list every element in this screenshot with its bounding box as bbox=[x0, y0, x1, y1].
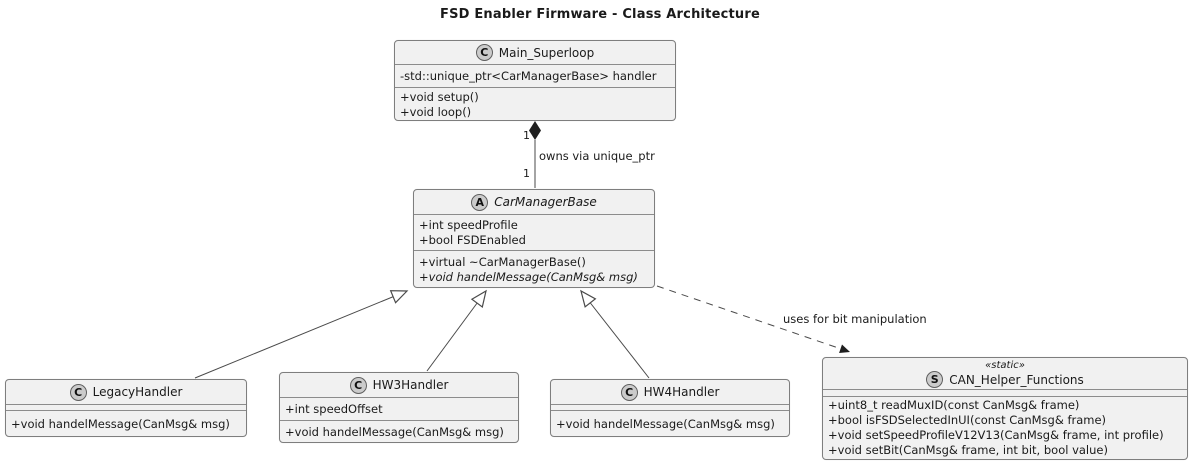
inheritance-edge-hw4 bbox=[580, 289, 650, 379]
methods-compartment: +void handelMessage(CanMsg& msg) bbox=[6, 411, 246, 436]
fields-compartment-empty bbox=[551, 405, 789, 411]
class-header: C HW4Handler bbox=[551, 380, 789, 405]
class-name: HW3Handler bbox=[372, 378, 449, 392]
class-car-manager-base: A CarManagerBase +int speedProfile +bool… bbox=[413, 189, 655, 288]
class-can-helper-functions: «static» S CAN_Helper_Functions +uint8_t… bbox=[822, 357, 1188, 460]
fields-compartment: +int speedProfile +bool FSDEnabled bbox=[414, 215, 654, 251]
multiplicity-source: 1 bbox=[523, 129, 530, 142]
method: +void handelMessage(CanMsg& msg) bbox=[556, 416, 775, 431]
method: +virtual ~CarManagerBase() bbox=[419, 254, 586, 269]
class-header: A CarManagerBase bbox=[414, 190, 654, 215]
class-icon: C bbox=[349, 376, 367, 394]
fields-compartment: +int speedOffset bbox=[280, 398, 518, 421]
dependency-label: uses for bit manipulation bbox=[783, 312, 927, 326]
class-name: CAN_Helper_Functions bbox=[949, 372, 1084, 387]
class-legacy-handler: C LegacyHandler +void handelMessage(CanM… bbox=[5, 379, 247, 437]
field: +int speedOffset bbox=[285, 401, 383, 416]
inheritance-edge-hw3 bbox=[426, 289, 487, 372]
method: +void loop() bbox=[400, 104, 472, 119]
class-name: CarManagerBase bbox=[494, 195, 597, 209]
methods-compartment: +void handelMessage(CanMsg& msg) bbox=[551, 411, 789, 436]
methods-compartment: +uint8_t readMuxID(const CanMsg& frame) … bbox=[823, 397, 1187, 459]
field: +int speedProfile bbox=[419, 217, 518, 232]
class-header: C Main_Superloop bbox=[395, 41, 675, 65]
class-icon: C bbox=[620, 383, 638, 401]
class-hw3-handler: C HW3Handler +int speedOffset +void hand… bbox=[279, 372, 519, 443]
field: -std::unique_ptr<CarManagerBase> handler bbox=[400, 68, 657, 83]
inheritance-edge-legacy bbox=[194, 290, 409, 379]
abstract-method: +void handelMessage(CanMsg& msg) bbox=[419, 269, 638, 284]
class-icon: C bbox=[475, 44, 493, 61]
method: +void setSpeedProfileV12V13(CanMsg& fram… bbox=[828, 428, 1164, 442]
field: +bool FSDEnabled bbox=[419, 232, 526, 247]
class-hw4-handler: C HW4Handler +void handelMessage(CanMsg&… bbox=[550, 379, 790, 437]
method: +uint8_t readMuxID(const CanMsg& frame) bbox=[828, 398, 1080, 412]
static-class-icon: S bbox=[926, 371, 944, 388]
class-name: HW4Handler bbox=[643, 385, 720, 399]
class-header: «static» S CAN_Helper_Functions bbox=[823, 358, 1187, 390]
class-header: C LegacyHandler bbox=[6, 380, 246, 405]
method: +void handelMessage(CanMsg& msg) bbox=[285, 424, 504, 439]
stereotype-label: «static» bbox=[985, 360, 1025, 371]
multiplicity-target: 1 bbox=[523, 167, 530, 180]
class-icon: C bbox=[69, 383, 87, 401]
method: +bool isFSDSelectedInUI(const CanMsg& fr… bbox=[828, 413, 1107, 427]
class-header: C HW3Handler bbox=[280, 373, 518, 398]
methods-compartment: +virtual ~CarManagerBase() +void handelM… bbox=[414, 251, 654, 287]
class-name: Main_Superloop bbox=[498, 45, 595, 60]
fields-compartment-empty bbox=[823, 390, 1187, 397]
method: +void setBit(CanMsg& frame, int bit, boo… bbox=[828, 443, 1108, 457]
class-main-superloop: C Main_Superloop -std::unique_ptr<CarMan… bbox=[394, 40, 676, 121]
abstract-class-icon: A bbox=[471, 193, 489, 211]
composition-label: owns via unique_ptr bbox=[539, 149, 655, 163]
method: +void setup() bbox=[400, 89, 479, 104]
diagram-title: FSD Enabler Firmware - Class Architectur… bbox=[439, 7, 761, 22]
method: +void handelMessage(CanMsg& msg) bbox=[11, 416, 230, 431]
composition-diamond bbox=[529, 121, 541, 140]
methods-compartment: +void setup() +void loop() bbox=[395, 88, 675, 120]
fields-compartment: -std::unique_ptr<CarManagerBase> handler bbox=[395, 65, 675, 88]
fields-compartment-empty bbox=[6, 405, 246, 411]
class-name: LegacyHandler bbox=[92, 385, 183, 399]
methods-compartment: +void handelMessage(CanMsg& msg) bbox=[280, 421, 518, 442]
